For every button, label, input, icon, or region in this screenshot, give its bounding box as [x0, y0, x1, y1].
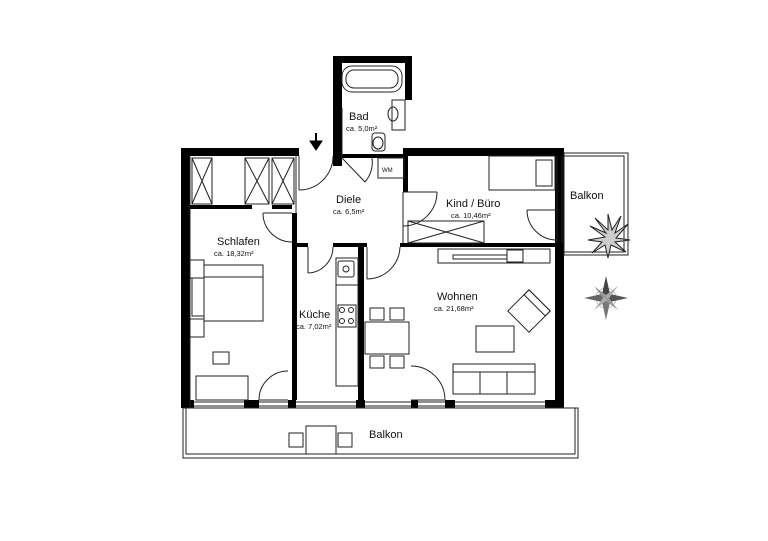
bath-fixtures	[341, 65, 406, 179]
down-arrow-icon	[309, 133, 323, 151]
room-area-kueche: ca. 7,02m²	[296, 322, 332, 331]
room-name-wohnen: Wohnen	[437, 291, 478, 303]
compass-rose-icon	[584, 276, 628, 320]
washing-machine-label: WM	[382, 168, 393, 174]
doors	[258, 155, 558, 401]
room-area-schlafen: ca. 18,32m²	[214, 249, 254, 258]
kitchen-fixtures	[335, 257, 359, 387]
room-area-bad: ca. 5,0m²	[346, 124, 378, 133]
balcony-main	[182, 407, 579, 459]
room-name-balkon-main: Balkon	[369, 429, 403, 441]
plant-icon	[587, 213, 631, 259]
room-name-balkon-side: Balkon	[570, 190, 604, 202]
walls	[181, 56, 564, 408]
living-furniture	[364, 248, 551, 395]
room-name-diele: Diele	[336, 194, 361, 206]
room-name-bad: Bad	[349, 111, 369, 123]
room-area-wohnen: ca. 21,68m²	[434, 304, 474, 313]
study-furniture	[407, 155, 556, 244]
wardrobes	[191, 157, 295, 205]
room-name-kind-buero: Kind / Büro	[446, 198, 500, 210]
room-area-diele: ca. 6,5m²	[333, 207, 365, 216]
room-area-kind-buero: ca. 10,46m²	[451, 211, 491, 220]
room-name-kueche: Küche	[299, 309, 330, 321]
room-name-schlafen: Schlafen	[217, 236, 260, 248]
bedroom-furniture	[189, 259, 264, 401]
balcony-furniture	[288, 425, 353, 455]
thin-lines	[189, 108, 563, 408]
